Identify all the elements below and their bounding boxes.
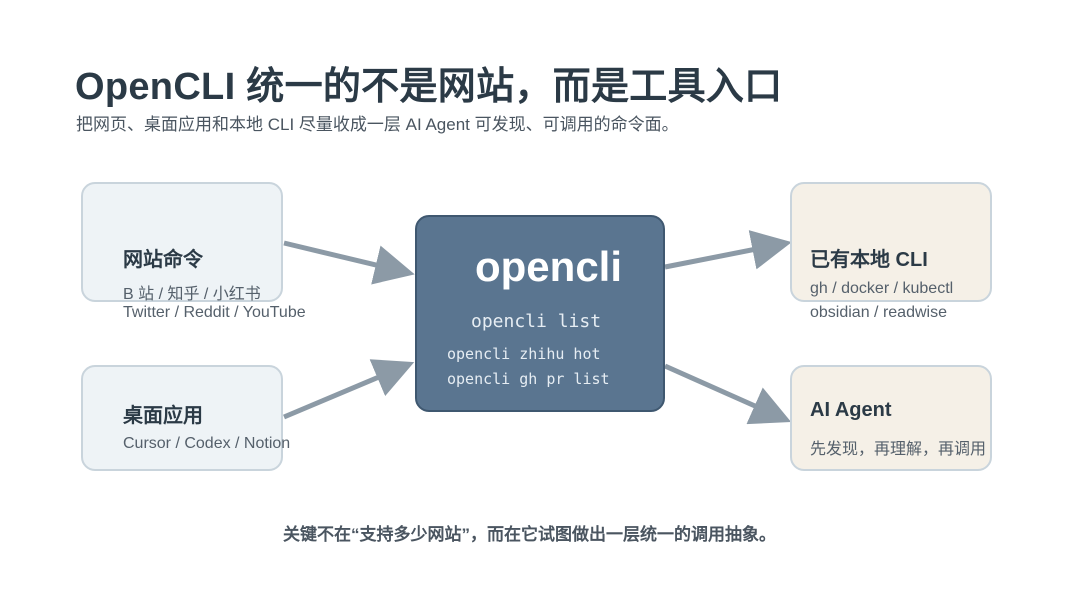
target-cli-line-1: gh / docker / kubectl: [810, 280, 954, 297]
source-web-line-2: Twitter / Reddit / YouTube: [123, 304, 306, 321]
page-title: OpenCLI 统一的不是网站，而是工具入口: [75, 66, 783, 108]
arrow-web-to-hub: [283, 240, 415, 285]
hub-title: opencli: [475, 243, 623, 290]
target-box-cli: [790, 182, 992, 302]
source-web-line-1: B 站 / 知乎 / 小红书: [123, 286, 261, 303]
source-desktop-title: 桌面应用: [123, 405, 203, 427]
hub-command: opencli list: [471, 311, 602, 332]
page-subtitle: 把网页、桌面应用和本地 CLI 尽量收成一层 AI Agent 可发现、可调用的…: [76, 115, 679, 134]
source-web-title: 网站命令: [123, 249, 203, 271]
hub-box: [415, 215, 665, 412]
target-agent-title: AI Agent: [810, 399, 892, 421]
target-cli-line-2: obsidian / readwise: [810, 304, 947, 321]
arrow-hub-to-agent: [663, 363, 792, 425]
target-box-agent: [790, 365, 992, 471]
source-box-web: [81, 182, 283, 302]
source-box-desktop: [81, 365, 283, 471]
hub-example-2: opencli gh pr list: [447, 370, 610, 388]
hub-example-1: opencli zhihu hot: [447, 345, 601, 363]
arrow-hub-to-cli: [664, 230, 792, 270]
arrow-desktop-to-hub: [283, 359, 415, 420]
target-agent-line-1: 先发现，再理解，再调用: [810, 441, 987, 458]
footer-note: 关键不在“支持多少网站”，而在它试图做出一层统一的调用抽象。: [283, 525, 776, 544]
source-desktop-line-1: Cursor / Codex / Notion: [123, 435, 291, 452]
target-cli-title: 已有本地 CLI: [810, 249, 928, 271]
